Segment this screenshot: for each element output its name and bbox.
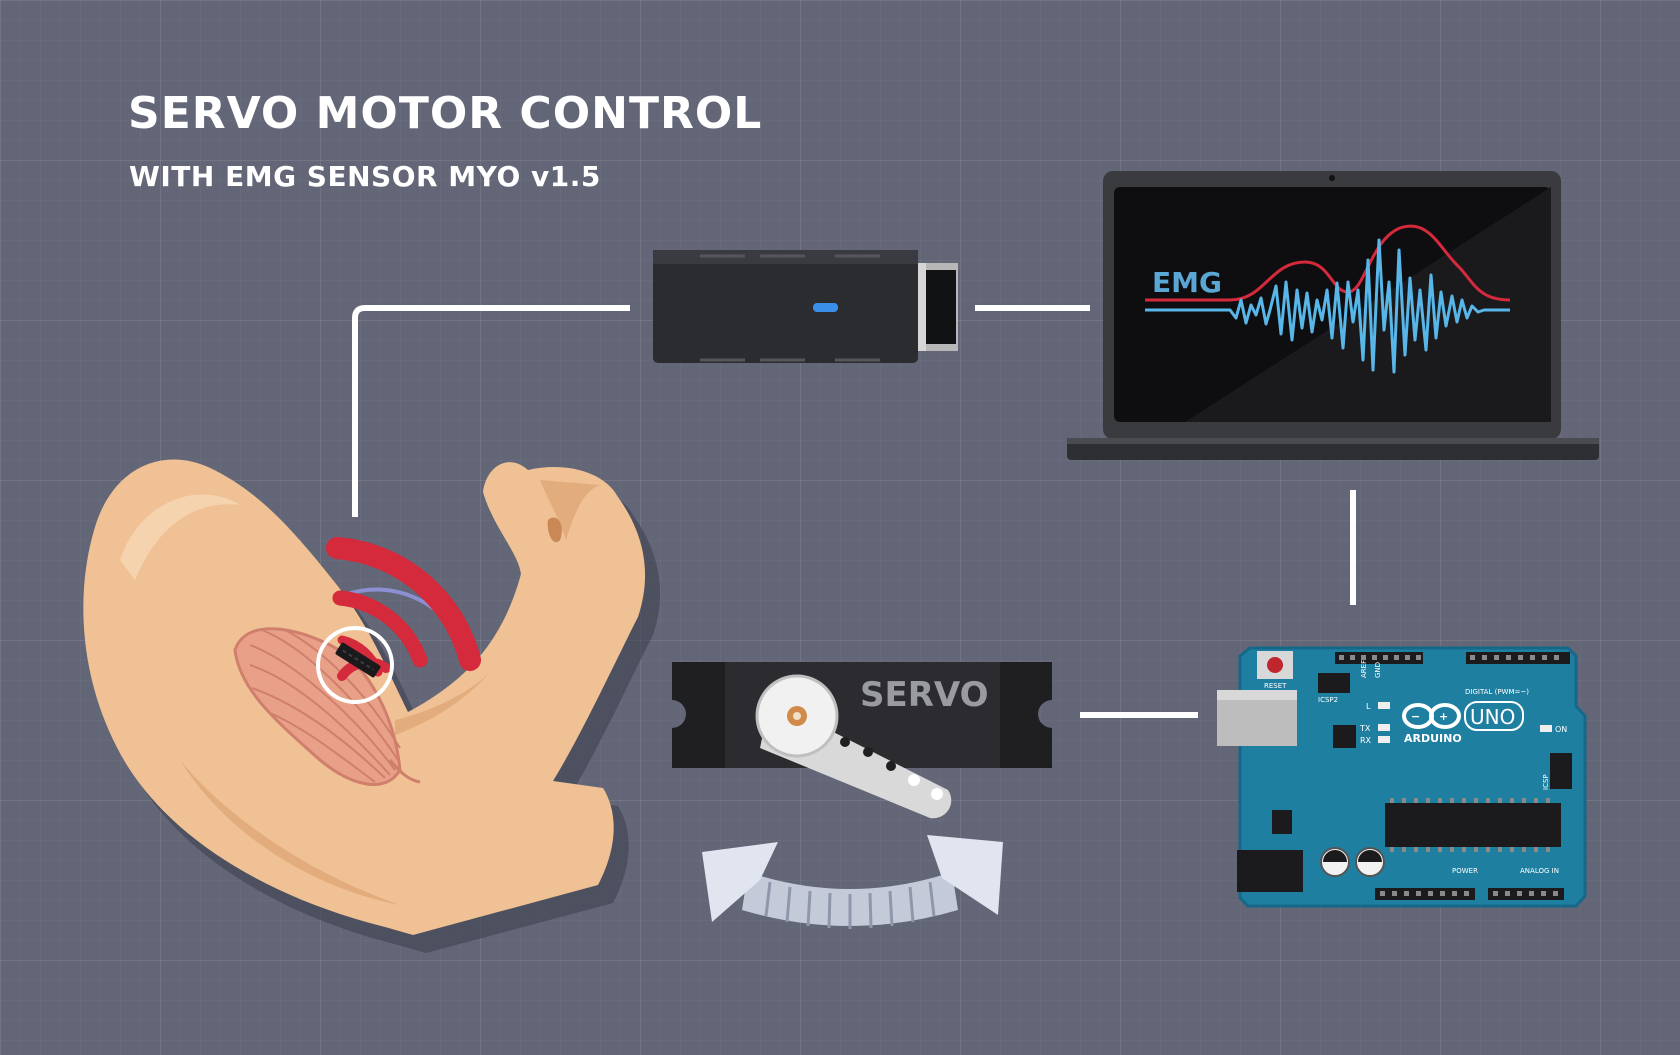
flexed-arm	[83, 459, 661, 953]
emg-screen-label: EMG	[1152, 266, 1222, 299]
line-arm-to-receiver	[352, 305, 630, 517]
header-digital-1	[1335, 652, 1423, 664]
power-jack	[1237, 850, 1303, 892]
aref-label: AREF	[1360, 660, 1368, 678]
emg-signal-wave	[1145, 238, 1510, 374]
servo-label: SERVO	[860, 675, 989, 715]
microcontroller-chip	[1385, 803, 1561, 847]
emg-sensor	[316, 537, 481, 704]
muscle-fibers	[249, 629, 401, 783]
svg-text:−: −	[1411, 710, 1420, 723]
arduino-model: UNO	[1470, 705, 1515, 729]
wireless-wave-large	[326, 537, 481, 671]
digital-label: DIGITAL (PWM=~)	[1465, 688, 1529, 696]
led-rx-label: RX	[1360, 736, 1372, 745]
arrow-head-left	[702, 842, 778, 922]
analog-label: ANALOG IN	[1520, 867, 1559, 875]
arduino-brand: ARDUINO	[1404, 732, 1462, 745]
header-power	[1375, 888, 1475, 900]
svg-text:+: +	[1439, 710, 1448, 723]
icsp2-label: ICSP2	[1318, 696, 1338, 704]
led-l-label: L	[1366, 702, 1371, 711]
usb-receiver	[653, 250, 958, 363]
power-label: POWER	[1452, 867, 1478, 875]
led-tx	[1378, 724, 1390, 731]
icsp-header	[1550, 753, 1572, 789]
voltage-regulator	[1272, 810, 1292, 834]
led-on-label: ON	[1555, 725, 1567, 734]
usb-chip	[1333, 725, 1356, 748]
led-l	[1378, 702, 1390, 709]
laptop: EMG	[1067, 171, 1599, 460]
sensor-ring	[316, 626, 394, 704]
arduino-uno-board: RESET ICSP2 AREF GND DIGITAL (PWM=~) L T…	[1217, 646, 1587, 908]
reset-label: RESET	[1264, 682, 1287, 690]
icsp-label: ICSP	[1542, 774, 1550, 790]
led-rx	[1378, 736, 1390, 743]
page-subtitle: WITH EMG SENSOR MYO v1.5	[129, 160, 601, 193]
servo-motor: SERVO	[672, 662, 1052, 819]
gnd-label: GND	[1374, 662, 1382, 678]
led-tx-label: TX	[1359, 724, 1371, 733]
rotation-arrow	[702, 835, 1003, 929]
wireless-wave-medium	[332, 590, 428, 668]
led-on	[1540, 725, 1552, 732]
receiver-led	[813, 303, 838, 312]
header-analog	[1488, 888, 1564, 900]
connector-lines	[352, 305, 1356, 718]
arduino-logo	[1402, 703, 1461, 729]
emg-envelope-curve	[1145, 224, 1511, 302]
page-title: SERVO MOTOR CONTROL	[128, 88, 763, 139]
arrow-head-right	[927, 835, 1003, 915]
